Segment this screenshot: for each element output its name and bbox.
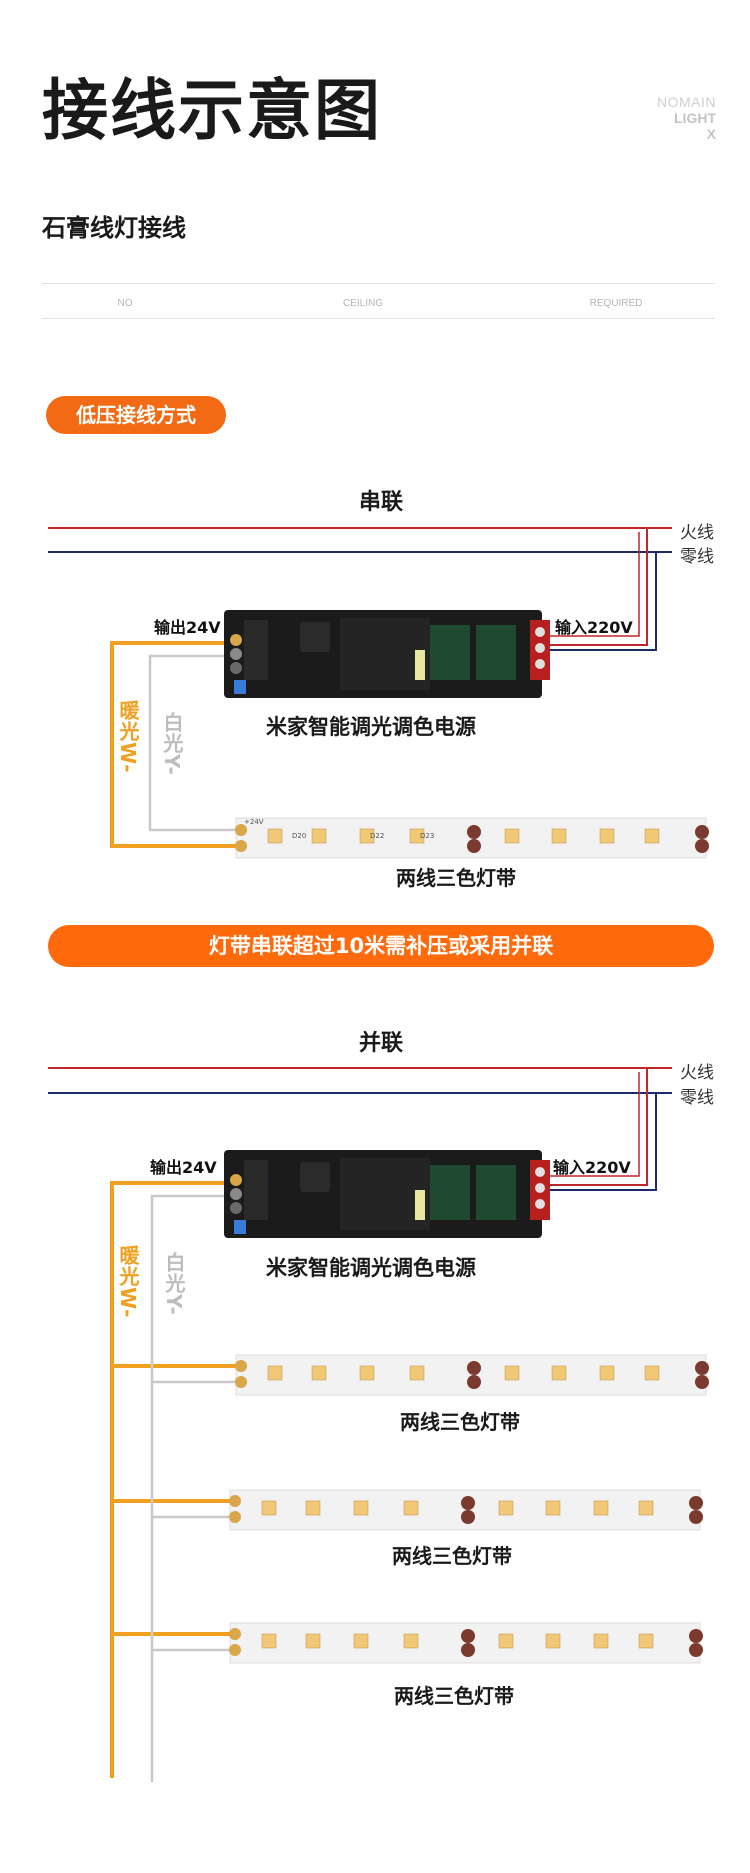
- series-strip-designator: D23: [420, 832, 435, 840]
- parallel-input-label: 输入220V: [553, 1158, 631, 1177]
- parallel-strip-name-3: 两线三色灯带: [394, 1684, 514, 1708]
- parallel-neutral-label: 零线: [680, 1088, 714, 1108]
- notice-banner: 灯带串联超过10米需补压或采用并联: [48, 925, 714, 967]
- series-warm-wire: [110, 641, 238, 848]
- series-led-strip: [235, 817, 709, 859]
- brand-line-2: LIGHT: [674, 110, 716, 126]
- series-strip-name: 两线三色灯带: [396, 866, 516, 890]
- low-voltage-badge: 低压接线方式: [46, 396, 226, 434]
- series-title: 串联: [358, 490, 403, 515]
- parallel-live-label: 火线: [680, 1063, 714, 1083]
- brand-line-1: NOMAIN: [657, 94, 716, 110]
- series-strip-designator: D22: [370, 832, 385, 840]
- brand-logo: NOMAIN LIGHT X: [657, 94, 716, 142]
- parallel-strip-name-2: 两线三色灯带: [392, 1544, 512, 1568]
- series-live-label: 火线: [680, 523, 714, 543]
- series-live-drop: [538, 528, 648, 646]
- parallel-psu-name: 米家智能调光调色电源: [266, 1256, 476, 1280]
- parallel-led-strip-3: [229, 1622, 703, 1664]
- brand-line-3: X: [706, 126, 716, 142]
- series-white-wire-label: 白光Y-: [160, 712, 184, 776]
- table-col-ceiling: CEILING: [342, 298, 383, 309]
- series-white-wire: [148, 654, 238, 832]
- parallel-white-wire-label: 白光Y-: [162, 1252, 186, 1316]
- series-psu-name: 米家智能调光调色电源: [266, 715, 476, 739]
- parallel-neutral-drop: [538, 1093, 657, 1191]
- series-neutral-drop: [538, 552, 657, 651]
- table-col-no: NO: [117, 298, 133, 309]
- page-subtitle: 石膏线灯接线: [42, 214, 186, 242]
- series-strip-designator: D20: [292, 832, 307, 840]
- parallel-led-strip-1: [235, 1354, 709, 1396]
- parallel-title: 并联: [358, 1031, 403, 1056]
- parallel-warm-wire-label: 暖光W-: [116, 1245, 140, 1319]
- parallel-live-drop: [538, 1068, 648, 1186]
- parallel-strip-name-1: 两线三色灯带: [400, 1410, 520, 1434]
- parallel-output-label: 输出24V: [150, 1158, 217, 1177]
- series-live-drop-2: [538, 532, 640, 637]
- table-bottom-rule: [42, 318, 715, 319]
- series-output-label: 输出24V: [154, 618, 221, 637]
- parallel-power-supply: [224, 1150, 550, 1238]
- table-top-rule: [42, 283, 715, 284]
- table-col-required: REQUIRED: [589, 298, 643, 309]
- series-neutral-label: 零线: [680, 547, 714, 567]
- series-input-label: 输入220V: [555, 618, 633, 637]
- parallel-live-drop-2: [538, 1072, 640, 1177]
- parallel-led-strip-2: [229, 1489, 703, 1531]
- page-title: 接线示意图: [42, 72, 382, 149]
- parallel-warm-trunk: [110, 1181, 238, 1778]
- series-power-supply: [224, 610, 550, 698]
- series-strip-voltage-text: +24V: [244, 818, 264, 826]
- parallel-white-trunk: [150, 1194, 238, 1782]
- series-warm-wire-label: 暖光W-: [116, 700, 140, 774]
